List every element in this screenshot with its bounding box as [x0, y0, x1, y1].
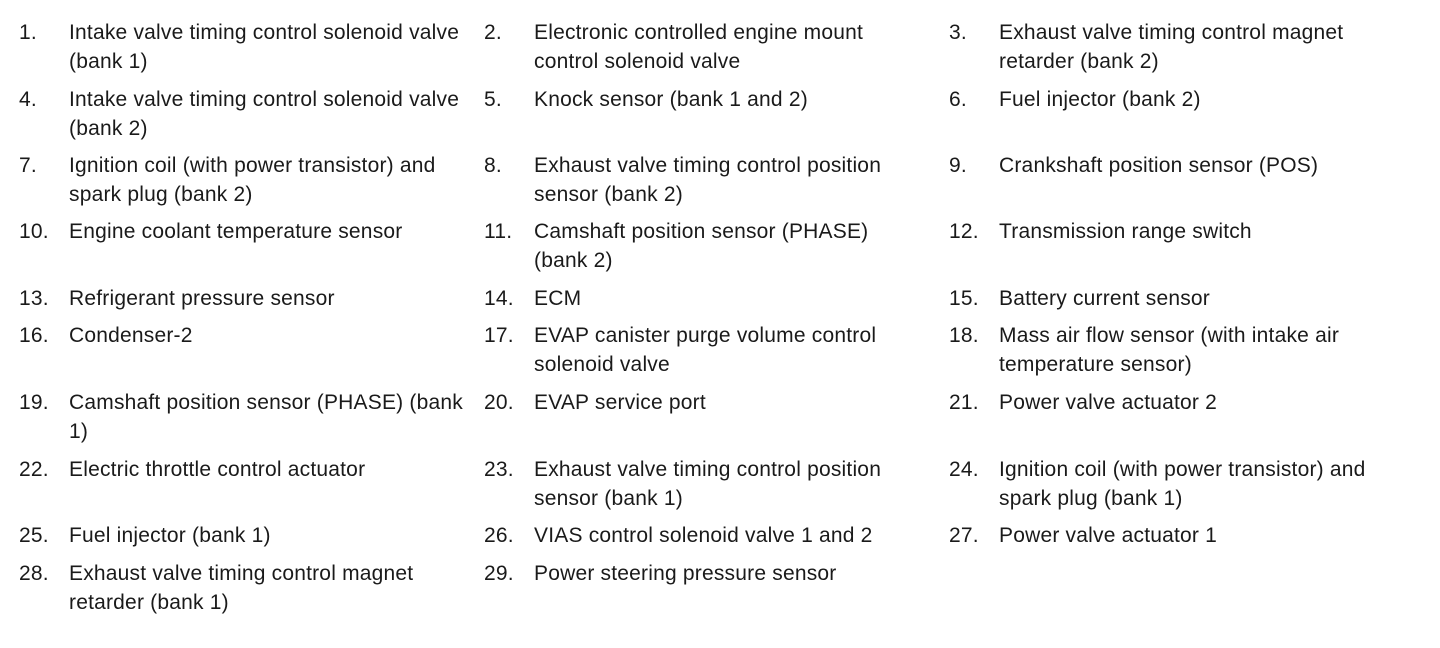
item-label: Electric throttle control actuator: [69, 458, 366, 481]
legend-item: 9. Crankshaft position sensor (POS): [949, 151, 1399, 180]
legend-item: 22. Electric throttle control actuator: [19, 455, 469, 484]
item-label: Fuel injector (bank 1): [69, 524, 271, 547]
item-label: Fuel injector (bank 2): [999, 88, 1201, 111]
legend-item: 27. Power valve actuator 1: [949, 521, 1399, 550]
item-label: Refrigerant pressure sensor: [69, 287, 335, 310]
item-label: Exhaust valve timing control magnet reta…: [69, 562, 414, 614]
legend-item: 20. EVAP service port: [484, 388, 926, 417]
item-number: 1.: [19, 21, 37, 44]
legend-item: 26. VIAS control solenoid valve 1 and 2: [484, 521, 926, 550]
item-label: Exhaust valve timing control position se…: [534, 154, 882, 206]
legend-item: 17. EVAP canister purge volume control s…: [484, 321, 926, 379]
item-number: 3.: [949, 21, 967, 44]
item-number: 8.: [484, 154, 502, 177]
item-number: 20.: [484, 391, 514, 414]
item-number: 2.: [484, 21, 502, 44]
legend-item: 3. Exhaust valve timing control magnet r…: [949, 18, 1399, 76]
legend-item: 29. Power steering pressure sensor: [484, 559, 926, 588]
legend-item: 2. Electronic controlled engine mount co…: [484, 18, 926, 76]
item-label: Condenser-2: [69, 324, 193, 347]
item-number: 28.: [19, 562, 49, 585]
item-number: 22.: [19, 458, 49, 481]
item-number: 15.: [949, 287, 979, 310]
legend-item: 28. Exhaust valve timing control magnet …: [19, 559, 469, 617]
legend-item: 16. Condenser-2: [19, 321, 469, 350]
item-label: Exhaust valve timing control position se…: [534, 458, 882, 510]
item-label: Knock sensor (bank 1 and 2): [534, 88, 808, 111]
item-number: 26.: [484, 524, 514, 547]
legend-item: 13. Refrigerant pressure sensor: [19, 284, 469, 313]
item-number: 25.: [19, 524, 49, 547]
item-label: Mass air flow sensor (with intake air te…: [999, 324, 1340, 376]
item-number: 12.: [949, 220, 979, 243]
item-number: 21.: [949, 391, 979, 414]
item-number: 9.: [949, 154, 967, 177]
legend-item: 11. Camshaft position sensor (PHASE) (ba…: [484, 217, 926, 275]
legend-item: 6. Fuel injector (bank 2): [949, 85, 1399, 114]
item-label: Camshaft position sensor (PHASE) (bank 2…: [534, 220, 869, 272]
item-label: Intake valve timing control solenoid val…: [69, 21, 460, 73]
legend-item: 1. Intake valve timing control solenoid …: [19, 18, 469, 76]
item-label: Power valve actuator 2: [999, 391, 1218, 414]
legend-item: 14. ECM: [484, 284, 926, 313]
legend-item: 10. Engine coolant temperature sensor: [19, 217, 469, 246]
item-number: 6.: [949, 88, 967, 111]
item-label: Intake valve timing control solenoid val…: [69, 88, 460, 140]
item-number: 4.: [19, 88, 37, 111]
item-label: VIAS control solenoid valve 1 and 2: [534, 524, 873, 547]
legend-item: 23. Exhaust valve timing control positio…: [484, 455, 926, 513]
item-number: 23.: [484, 458, 514, 481]
item-label: Camshaft position sensor (PHASE) (bank 1…: [69, 391, 463, 443]
legend-item: 8. Exhaust valve timing control position…: [484, 151, 926, 209]
item-label: Engine coolant temperature sensor: [69, 220, 403, 243]
legend-item: 5. Knock sensor (bank 1 and 2): [484, 85, 926, 114]
legend-item: 19. Camshaft position sensor (PHASE) (ba…: [19, 388, 469, 446]
item-label: Power steering pressure sensor: [534, 562, 837, 585]
legend-item: 7. Ignition coil (with power transistor)…: [19, 151, 469, 209]
item-label: Ignition coil (with power transistor) an…: [999, 458, 1366, 510]
item-number: 29.: [484, 562, 514, 585]
item-number: 13.: [19, 287, 49, 310]
item-number: 11.: [484, 220, 513, 243]
item-label: ECM: [534, 287, 582, 310]
item-number: 16.: [19, 324, 49, 347]
legend-item: 18. Mass air flow sensor (with intake ai…: [949, 321, 1399, 379]
legend-item: 21. Power valve actuator 2: [949, 388, 1399, 417]
item-label: Electronic controlled engine mount contr…: [534, 21, 863, 73]
item-label: Exhaust valve timing control magnet reta…: [999, 21, 1344, 73]
legend-item: 15. Battery current sensor: [949, 284, 1399, 313]
item-number: 10.: [19, 220, 49, 243]
item-label: EVAP canister purge volume control solen…: [534, 324, 877, 376]
item-number: 27.: [949, 524, 979, 547]
item-number: 19.: [19, 391, 49, 414]
item-label: Power valve actuator 1: [999, 524, 1218, 547]
legend-item: 24. Ignition coil (with power transistor…: [949, 455, 1399, 513]
item-number: 24.: [949, 458, 979, 481]
item-label: EVAP service port: [534, 391, 706, 414]
legend-item: 4. Intake valve timing control solenoid …: [19, 85, 469, 143]
item-label: Ignition coil (with power transistor) an…: [69, 154, 436, 206]
legend-item: 12. Transmission range switch: [949, 217, 1399, 246]
item-number: 7.: [19, 154, 37, 177]
item-label: Battery current sensor: [999, 287, 1210, 310]
item-number: 18.: [949, 324, 979, 347]
item-number: 5.: [484, 88, 502, 111]
item-number: 17.: [484, 324, 514, 347]
legend-item: 25. Fuel injector (bank 1): [19, 521, 469, 550]
item-label: Transmission range switch: [999, 220, 1252, 243]
item-label: Crankshaft position sensor (POS): [999, 154, 1319, 177]
item-number: 14.: [484, 287, 514, 310]
